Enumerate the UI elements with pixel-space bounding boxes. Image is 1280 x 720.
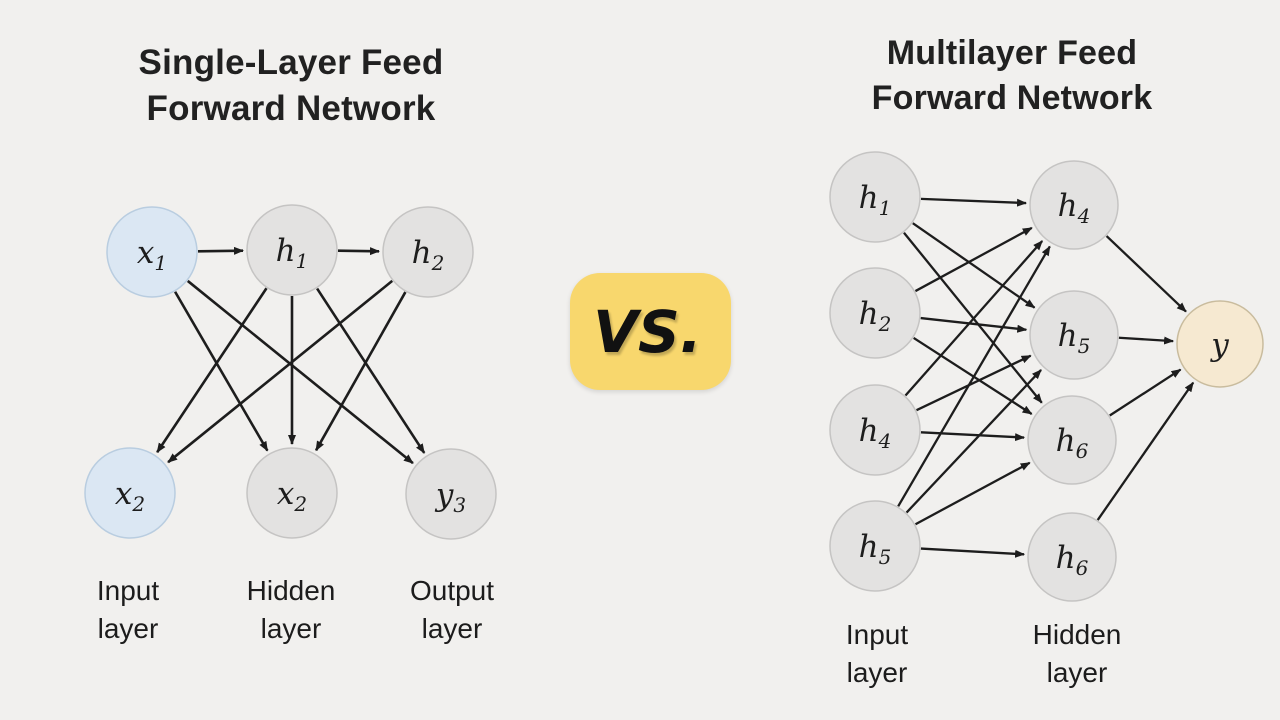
left-node-x2: x2 (246, 447, 338, 539)
node-label: h6 (1056, 423, 1089, 463)
left-edge-h2-to-x2a (167, 279, 394, 464)
node-label: h6 (1056, 540, 1089, 580)
right-node-h2: h2 (829, 267, 921, 359)
layer-label-line: layer (421, 612, 483, 644)
right-node-h6: h6 (1027, 395, 1117, 485)
vs-badge-text: VS. (593, 297, 702, 366)
node-label: y (1209, 327, 1229, 363)
right-edge-i3-to-m1 (904, 240, 1044, 397)
left-edge-x1-to-h1 (197, 246, 245, 255)
node-circle (84, 447, 176, 539)
right-edge-m4-to-out (1096, 381, 1195, 521)
node-circle (829, 384, 921, 476)
layer-label-line: Hidden (246, 575, 336, 606)
right-edge-i4-to-m4 (920, 547, 1026, 558)
layer-label-line: Hidden (1032, 619, 1122, 650)
left-layer-label-input: Input layer (28, 572, 228, 648)
layer-label-line: Input (845, 619, 909, 650)
node-label: h1 (859, 180, 892, 220)
node-label: y3 (434, 477, 466, 517)
right-edge-i1-to-m2 (912, 222, 1036, 309)
node-label: x1 (137, 235, 167, 275)
left-edge-h1-to-y3 (316, 287, 426, 454)
left-node-x2: x2 (84, 447, 176, 539)
node-label: h5 (859, 529, 892, 569)
node-label: h1 (276, 233, 309, 273)
left-edge-h1-to-h2 (337, 247, 381, 256)
layer-label-line: layer (1046, 656, 1108, 688)
left-node-h2: h2 (382, 206, 474, 298)
right-edge-m3-to-out (1109, 368, 1182, 417)
left-edge-x1-to-x2b (173, 291, 269, 452)
right-edge-i1-to-m1 (920, 197, 1028, 207)
node-circle (829, 267, 921, 359)
right-edge-m1-to-out (1105, 235, 1187, 313)
node-label: h5 (1058, 318, 1091, 358)
right-edge-i3-to-m2 (916, 354, 1032, 412)
layer-label-line: layer (260, 612, 322, 644)
right-edge-i4-to-m2 (905, 369, 1042, 514)
right-edge-i2-to-m2 (920, 316, 1028, 333)
node-circle (405, 448, 497, 540)
node-label: h2 (859, 296, 892, 336)
right-node-y: y (1176, 300, 1264, 388)
node-label: h2 (412, 235, 445, 275)
right-node-h5: h5 (1029, 290, 1119, 380)
node-circle (1027, 512, 1117, 602)
left-node-y3: y3 (405, 448, 497, 540)
left-title-line-2: Forward Network (146, 89, 436, 129)
node-label: x2 (277, 476, 307, 516)
node-circle (1029, 160, 1119, 250)
right-edge-i3-to-m3 (920, 431, 1026, 442)
right-title-line-2: Forward Network (871, 78, 1153, 117)
layer-label-line: layer (846, 656, 908, 688)
node-circle (1029, 290, 1119, 380)
right-layer-label-input: Input layer (777, 616, 977, 692)
node-circle (246, 447, 338, 539)
layer-label-line: Output (409, 575, 495, 606)
right-node-h5: h5 (829, 500, 921, 592)
right-layer-label-hidden: Hidden layer (977, 616, 1177, 692)
node-circle (246, 204, 338, 296)
left-edge-x1-to-y3 (186, 279, 414, 465)
layer-label-line: Input (96, 575, 160, 606)
node-circle (1027, 395, 1117, 485)
left-layer-label-hidden: Hidden layer (191, 572, 391, 648)
right-node-h1: h1 (829, 151, 921, 243)
node-circle (829, 500, 921, 592)
left-title-line-1: Single-Layer Feed (138, 43, 444, 82)
node-circle (382, 206, 474, 298)
left-edge-h1-to-x2a (156, 287, 268, 454)
node-circle (106, 206, 198, 298)
right-edge-m2-to-out (1118, 336, 1175, 345)
layer-label-line: layer (97, 612, 159, 644)
right-diagram-title: Multilayer Feed Forward Network (812, 31, 1212, 121)
left-edge-h2-to-x2b (314, 291, 407, 452)
node-circle (829, 151, 921, 243)
right-title-line-1: Multilayer Feed (886, 34, 1138, 72)
left-layer-label-output: Output layer (352, 572, 552, 648)
right-edge-i4-to-m3 (914, 461, 1031, 526)
right-node-h4: h4 (829, 384, 921, 476)
left-node-x1: x1 (106, 206, 198, 298)
right-edge-i4-to-m1 (897, 245, 1051, 507)
vs-badge: VS. (570, 273, 731, 390)
right-node-h6: h6 (1027, 512, 1117, 602)
left-node-h1: h1 (246, 204, 338, 296)
right-node-h4: h4 (1029, 160, 1119, 250)
node-label: h4 (859, 413, 892, 453)
node-label: x2 (115, 476, 145, 516)
left-diagram-title: Single-Layer Feed Forward Network (91, 40, 491, 132)
node-circle (1176, 300, 1264, 388)
right-edge-i2-to-m1 (914, 226, 1033, 293)
node-label: h4 (1058, 188, 1091, 228)
